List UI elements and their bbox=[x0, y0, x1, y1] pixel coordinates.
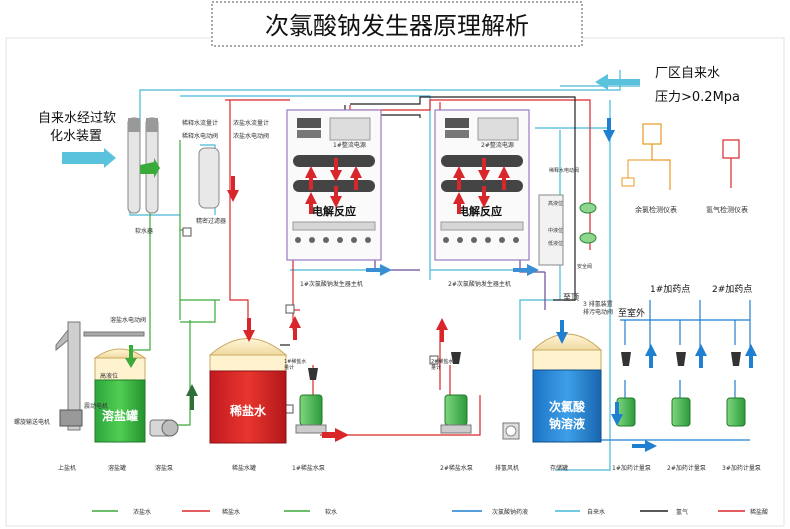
dilute-valve-label: 稀释水电动阀 bbox=[182, 132, 218, 140]
hypo-tank: 次氯酸 钠溶液 bbox=[531, 333, 603, 443]
dissolve-tank: 溶盐罐 高液位 bbox=[93, 348, 147, 443]
legend-item: 稀盐酸 bbox=[750, 508, 768, 516]
dosing-pumps bbox=[616, 352, 746, 427]
pressure-label: 压力>0.2Mpa bbox=[655, 90, 740, 105]
dosing-1-label: 1#加药点 bbox=[650, 284, 690, 295]
bottom-label: 1#加药计量泵 bbox=[612, 464, 651, 472]
bottom-label: 3#加药计量泵 bbox=[722, 464, 761, 472]
host-2-label: 2#次氯酸钠发生器主机 bbox=[448, 280, 511, 288]
pump-2-flow-label-2: 量计 bbox=[431, 364, 441, 371]
legend-item: 浓盐水 bbox=[133, 508, 151, 516]
legend: 浓盐水 稀盐水 软水 次氯酸钠药液 自来水 氢气 稀盐酸 bbox=[92, 508, 768, 516]
legend-item: 自来水 bbox=[587, 508, 605, 516]
vibrator-label: 震动电机 bbox=[84, 402, 108, 410]
diagram-frame bbox=[5, 37, 785, 527]
tap-water-label-2: 化水装置 bbox=[50, 129, 102, 144]
residual-cl-wire bbox=[627, 159, 652, 178]
rectifier-1-label: 1#整流电源 bbox=[333, 141, 366, 149]
tap-water-label-1: 自来水经过软 bbox=[38, 111, 116, 126]
tap-water-inlet-arrow bbox=[62, 148, 116, 168]
dissolve-pump bbox=[149, 419, 179, 437]
bottom-label: 2#稀盐水泵 bbox=[440, 464, 473, 472]
precision-filter: 精密过滤器 bbox=[196, 147, 226, 225]
flow-arrows bbox=[125, 74, 757, 452]
host-2: 2#整流电源 电解反应 2#次氯酸钠发生器主机 bbox=[434, 109, 530, 288]
dissolve-tank-text: 溶盐罐 bbox=[102, 408, 138, 423]
electrolysis-2-label: 电解反应 bbox=[458, 204, 502, 218]
salt-loader: 螺旋输送电机 震动电机 bbox=[14, 321, 145, 431]
discharge-valve-label-2: 排污电动阀 bbox=[583, 308, 613, 316]
rectifier-2-label: 2#整流电源 bbox=[481, 141, 514, 149]
residual-cl-label: 余氯检测仪表 bbox=[635, 205, 677, 214]
brine-pump-1: 1#稀盐水 量计 bbox=[284, 358, 327, 434]
bottom-label: 排氢风机 bbox=[495, 464, 519, 472]
electrolysis-1-label: 电解反应 bbox=[312, 204, 356, 218]
diagram-title: 次氯酸钠发生器原理解析 bbox=[265, 12, 529, 40]
level-controller: 高液位 中液位 低液位 安全阀 稀释水电动阀 bbox=[538, 167, 597, 270]
hypo-tank-text-2: 钠溶液 bbox=[549, 416, 585, 431]
salt-flowmeter-label: 浓盐水流量计 bbox=[233, 119, 269, 127]
mid-pos-label: 中液位 bbox=[548, 227, 563, 234]
h2-detector-label: 氢气检测仪表 bbox=[706, 205, 748, 214]
residual-cl-meter bbox=[642, 123, 671, 190]
bottom-label: 1#稀盐水泵 bbox=[292, 464, 325, 472]
dosing-2-label: 2#加药点 bbox=[712, 284, 752, 295]
bottom-labels: 上盐机 溶盐罐 溶盐泵 稀盐水罐 1#稀盐水泵 2#稀盐水泵 排氢风机 存储罐 … bbox=[58, 464, 761, 472]
bottom-label: 稀盐水罐 bbox=[232, 464, 256, 472]
pump-2-flow-label-1: 2#稀盐水 bbox=[431, 358, 453, 365]
bottom-label: 上盐机 bbox=[58, 464, 76, 472]
bottom-label: 存储罐 bbox=[550, 464, 568, 472]
screw-motor-label: 螺旋输送电机 bbox=[14, 418, 50, 426]
outdoor-label: 至室外 bbox=[618, 307, 645, 319]
bottom-label: 溶盐罐 bbox=[108, 464, 126, 472]
pump-1-flow-label-2: 量计 bbox=[284, 364, 294, 371]
bottom-label: 2#加药计量泵 bbox=[667, 464, 706, 472]
to-top-label: 至顶 bbox=[563, 293, 579, 302]
legend-item: 软水 bbox=[325, 508, 337, 516]
salt-water-valve-label: 溶盐水电动阀 bbox=[110, 316, 146, 324]
brine-tank: 稀盐水 bbox=[208, 338, 288, 444]
brine-tank-text: 稀盐水 bbox=[230, 403, 267, 418]
plant-water-label: 厂区自来水 bbox=[655, 66, 720, 81]
host-1-label: 1#次氯酸钠发生器主机 bbox=[300, 280, 363, 288]
high-level-label: 高液位 bbox=[100, 372, 118, 380]
precision-filter-label: 精密过滤器 bbox=[196, 217, 226, 225]
h2-fan bbox=[502, 422, 520, 440]
bottom-label: 溶盐泵 bbox=[155, 464, 173, 472]
legend-item: 氢气 bbox=[676, 508, 688, 516]
hypo-tank-text-1: 次氯酸 bbox=[549, 399, 586, 414]
softener-label: 软水器 bbox=[135, 227, 153, 235]
h2-detector bbox=[722, 139, 740, 188]
legend-item: 次氯酸钠药液 bbox=[492, 508, 528, 516]
brine-pump-2: 2#稀盐水 量计 bbox=[431, 352, 472, 434]
pump-1-flow-label-1: 1#稀盐水 bbox=[284, 358, 306, 365]
mid-label-2: 稀释水电动阀 bbox=[549, 167, 579, 174]
safety-label: 安全阀 bbox=[577, 263, 592, 270]
title-box bbox=[211, 1, 583, 47]
discharge-valve-label-1: 3 排氢装置 bbox=[583, 300, 613, 308]
dilute-flowmeter-label: 稀释水流量计 bbox=[182, 119, 218, 127]
high-pos-label: 高液位 bbox=[548, 200, 563, 207]
legend-item: 稀盐水 bbox=[222, 508, 240, 516]
low-pos-label: 低液位 bbox=[548, 240, 563, 247]
salt-valve-label: 浓盐水电动阀 bbox=[233, 132, 269, 140]
